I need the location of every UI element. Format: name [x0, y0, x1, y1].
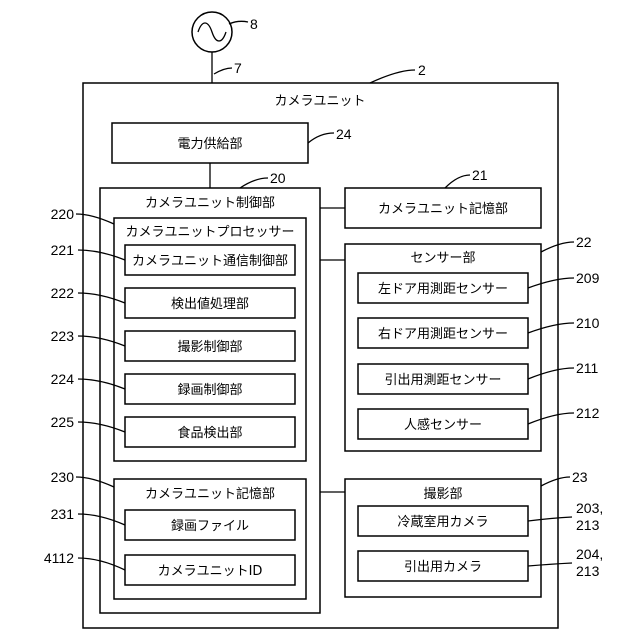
camera-item: 冷蔵室用カメラ 203, 213 [358, 500, 603, 536]
ref-imaging: 23 [572, 469, 588, 485]
sensor-item-label: 引出用測距センサー [384, 373, 501, 388]
sensor-item-ref: 212 [576, 405, 600, 421]
storage-item-label: カメラユニットID [158, 564, 263, 579]
leader-unit [370, 70, 415, 83]
ref-power-line: 7 [234, 60, 242, 76]
imaging-title: 撮影部 [423, 486, 462, 502]
processor-item-label: 検出値処理部 [171, 296, 249, 312]
storage-item-label: 録画ファイル [171, 519, 249, 534]
ref-unit: 2 [418, 62, 426, 78]
camera-item: 引出用カメラ 204, 213 [358, 546, 603, 581]
sensors-title: センサー部 [410, 251, 475, 266]
camera-item-label: 冷蔵室用カメラ [397, 514, 488, 530]
processor-item-label: 食品検出部 [177, 425, 242, 441]
sensor-item-label: 右ドア用測距センサー [378, 327, 508, 342]
sensor-item-label: 人感センサー [404, 417, 482, 433]
ref-processor: 220 [51, 206, 75, 222]
processor-item-ref: 222 [51, 285, 75, 301]
ref-source: 8 [250, 16, 258, 32]
storage-item: カメラユニットID 4112 [44, 550, 295, 585]
ref-control: 20 [270, 170, 286, 186]
control-title: カメラユニット制御部 [145, 196, 275, 211]
camera-item-label: 引出用カメラ [404, 560, 482, 575]
sensor-item: 人感センサー 212 [358, 405, 600, 439]
leader-power-line [214, 68, 232, 74]
processor-item-ref: 224 [51, 371, 75, 387]
processor-title: カメラユニットプロセッサー [125, 225, 294, 240]
processor-item-label: 録画制御部 [177, 383, 242, 398]
processor-item-ref: 223 [51, 328, 75, 344]
camera-item-ref-line2: 213 [576, 517, 600, 533]
camera-item-ref-line1: 203, [576, 500, 603, 516]
sensor-item: 右ドア用測距センサー 210 [358, 315, 600, 348]
ref-control-storage: 230 [51, 469, 75, 485]
camera-item-ref-line2: 213 [576, 563, 600, 579]
ac-source-icon [192, 12, 232, 52]
sensor-item-ref: 209 [576, 270, 600, 286]
storage-item-ref: 4112 [44, 550, 74, 566]
control-storage-title: カメラユニット記憶部 [145, 486, 275, 502]
memory-label: カメラユニット記憶部 [378, 201, 508, 217]
sensor-item: 引出用測距センサー 211 [358, 360, 599, 394]
ref-memory: 21 [472, 167, 488, 183]
processor-item-ref: 225 [51, 414, 75, 430]
sensor-item-ref: 211 [576, 360, 599, 376]
camera-item-ref-line1: 204, [576, 546, 603, 562]
processor-item-label: カメラユニット通信制御部 [132, 254, 288, 269]
leader-source [229, 21, 248, 24]
camera-unit-title: カメラユニット [274, 94, 365, 109]
storage-item-ref: 231 [51, 506, 75, 522]
power-supply-label: 電力供給部 [177, 137, 242, 152]
processor-item-ref: 221 [51, 242, 75, 258]
sensor-item-ref: 210 [576, 315, 600, 331]
sensor-item-label: 左ドア用測距センサー [378, 282, 508, 297]
processor-item-label: 撮影制御部 [177, 339, 242, 355]
ref-sensors: 22 [576, 234, 592, 250]
ref-power: 24 [336, 126, 352, 142]
sensor-item: 左ドア用測距センサー 209 [358, 270, 600, 303]
